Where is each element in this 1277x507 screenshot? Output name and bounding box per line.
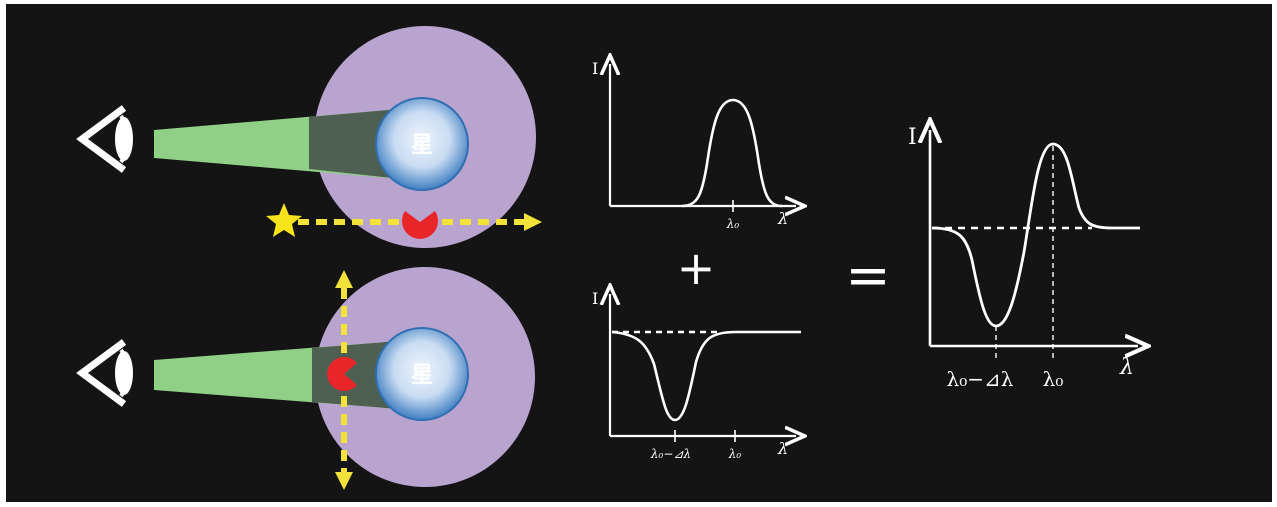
diagram-canvas: 星 星 I λ λ₀ + <box>6 4 1272 502</box>
x-axis-label: λ <box>1119 355 1134 380</box>
equals-operator: = <box>845 244 890 307</box>
plot-emission: I λ λ₀ <box>592 59 796 231</box>
orbit-arrowhead-up <box>335 270 353 288</box>
top-scene: 星 <box>76 26 542 248</box>
combined-curve <box>931 142 1140 328</box>
pacman-icon <box>327 357 357 391</box>
tick-label-1: λ₀−⊿λ <box>947 367 1014 391</box>
plot-absorption: I λ λ₀−⊿λ λ₀ <box>592 289 801 461</box>
star-label-top: 星 <box>411 133 433 158</box>
x-axis-label: λ <box>777 209 788 228</box>
star-icon <box>266 203 302 237</box>
central-star-bottom <box>375 327 469 421</box>
eye-icon <box>76 105 133 173</box>
y-axis-label: I <box>908 125 917 150</box>
absorption-curve <box>611 330 801 422</box>
eye-icon <box>76 339 133 407</box>
plot-sum: I λ λ₀−⊿λ λ₀ <box>908 125 1140 391</box>
central-star-top <box>375 97 469 191</box>
tick-label-2: λ₀ <box>1043 367 1064 391</box>
y-axis-label: I <box>592 289 598 308</box>
pacman-icon <box>402 211 438 239</box>
x-axis-label: λ <box>777 439 788 458</box>
tick-label-2: λ₀ <box>728 447 742 461</box>
orbit-arrowhead-down <box>335 472 353 490</box>
y-axis-label: I <box>592 59 598 78</box>
orbit-arrowhead-right <box>524 213 542 231</box>
star-label-bottom: 星 <box>411 363 433 388</box>
diagram-svg: 星 星 I λ λ₀ + <box>76 26 1272 490</box>
tick-label: λ₀ <box>726 217 740 231</box>
plus-operator: + <box>677 241 716 295</box>
tick-label-1: λ₀−⊿λ <box>650 447 691 461</box>
emission-curve <box>681 98 783 208</box>
bottom-scene: 星 <box>76 267 535 490</box>
